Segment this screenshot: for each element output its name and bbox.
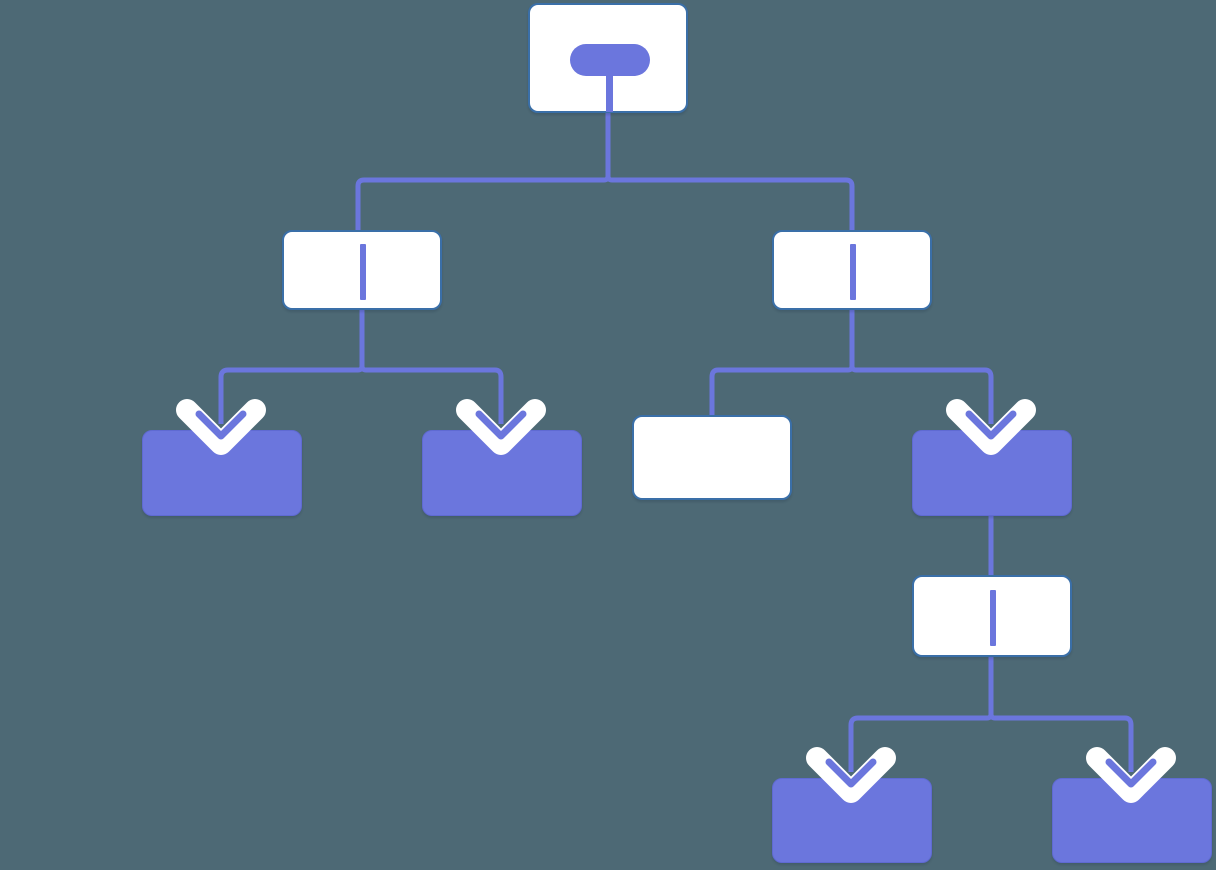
connector-edge-sub-b2 (988, 657, 1134, 772)
node-leaf-b1[interactable] (772, 778, 932, 863)
node-root[interactable] (528, 3, 688, 113)
connector-edge-right-r2 (849, 310, 994, 424)
node-branch-left[interactable] (282, 230, 442, 310)
node-branch-r2[interactable] (912, 430, 1072, 516)
node-passthrough-line (990, 590, 996, 646)
node-leaf-b2[interactable] (1052, 778, 1212, 863)
node-leaf-r1[interactable] (632, 415, 792, 500)
node-stem-connector (606, 76, 613, 112)
node-pill-badge (570, 44, 650, 76)
connector-edge-left-l2 (359, 310, 504, 424)
node-passthrough-line (360, 244, 366, 300)
node-branch-right[interactable] (772, 230, 932, 310)
node-passthrough-line (850, 244, 856, 300)
connector-edge-root-right (605, 113, 855, 230)
node-sub-branch[interactable] (912, 575, 1072, 657)
node-leaf-l1[interactable] (142, 430, 302, 516)
node-leaf-l2[interactable] (422, 430, 582, 516)
